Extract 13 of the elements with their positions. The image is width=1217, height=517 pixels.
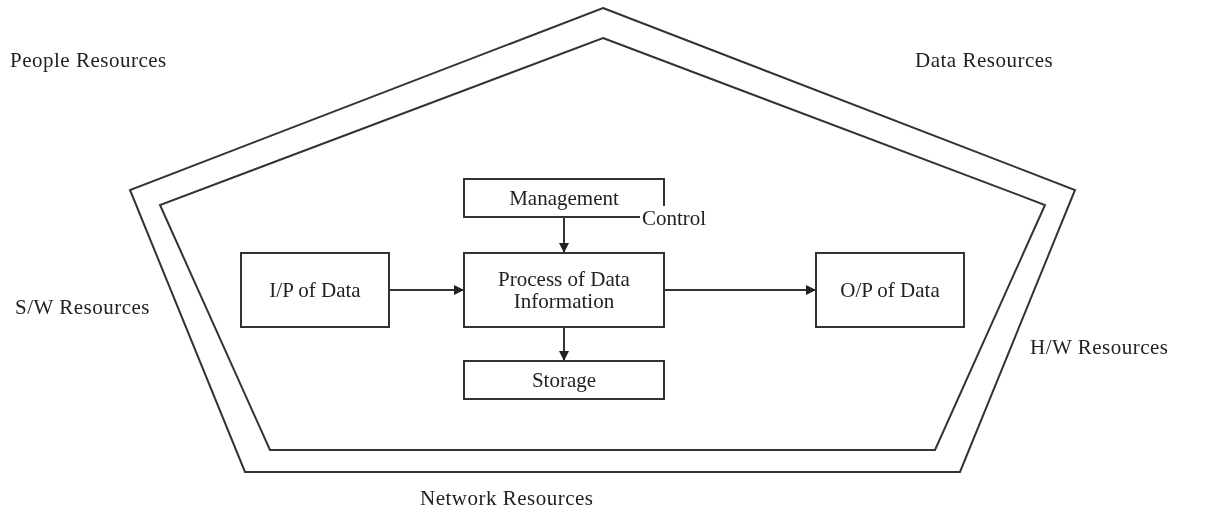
resource-label: S/W Resources xyxy=(15,294,151,321)
arrow xyxy=(389,285,464,295)
resource-label: People Resources xyxy=(10,48,167,73)
resource-label: Data Resources xyxy=(915,48,1054,73)
process-box: Storage xyxy=(463,360,665,400)
process-box: O/P of Data xyxy=(815,252,965,328)
process-box: Process of Data Information xyxy=(463,252,665,328)
resource-label: H/W Resources xyxy=(1030,334,1170,361)
arrow xyxy=(559,327,569,361)
arrow xyxy=(664,285,816,295)
process-box: I/P of Data xyxy=(240,252,390,328)
arrow xyxy=(559,217,569,253)
resource-label: Network Resources xyxy=(420,486,594,511)
